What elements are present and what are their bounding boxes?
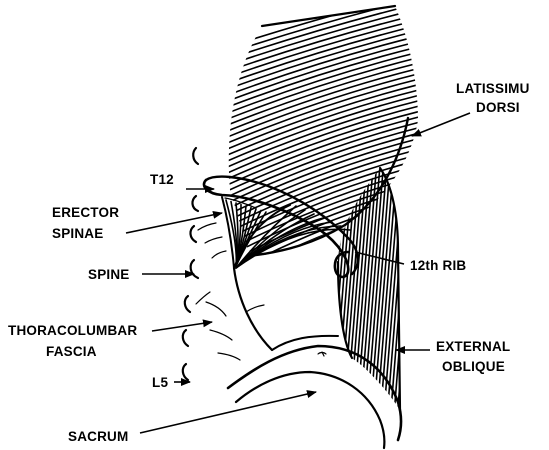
latissimus-fiber: [225, 33, 430, 96]
latissimus-fiber: [225, 49, 430, 114]
latissimus-fiber: [225, 17, 430, 78]
latissimus-fiber: [225, 55, 430, 120]
latissimus-arrow: [412, 113, 470, 136]
label-sacrum: SACRUM: [68, 429, 128, 444]
labels: LATISSIMU DORSI T12 ERECTOR SPINAE 12th …: [8, 81, 530, 444]
external-oblique-muscle: [326, 165, 417, 415]
latissimus-fiber: [225, 39, 430, 102]
erector-arrow: [126, 213, 222, 233]
latissimus-fiber: [225, 44, 430, 108]
label-thoracolumbar-line2: FASCIA: [46, 344, 97, 359]
label-external-line1: EXTERNAL: [436, 339, 510, 354]
label-latissimus-line2: DORSI: [476, 100, 520, 115]
spinous-processes: [183, 148, 198, 380]
label-latissimus-line1: LATISSIMU: [456, 81, 530, 96]
fascia-arrow: [152, 322, 212, 331]
label-twelfth-rib: 12th RIB: [410, 258, 466, 273]
label-erector-line1: ERECTOR: [52, 205, 119, 220]
erector-spinae-fiber: [226, 200, 236, 266]
latissimus-fiber: [225, 28, 430, 90]
label-erector-line2: SPINAE: [52, 226, 103, 241]
label-l5: L5: [152, 375, 168, 390]
label-external-line2: OBLIQUE: [442, 359, 505, 374]
label-t12: T12: [150, 172, 174, 187]
label-thoracolumbar-line1: THORACOLUMBAR: [8, 323, 137, 338]
label-spine: SPINE: [88, 267, 130, 282]
latissimus-fiber: [225, 22, 430, 84]
sacrum-arrow: [140, 392, 316, 433]
